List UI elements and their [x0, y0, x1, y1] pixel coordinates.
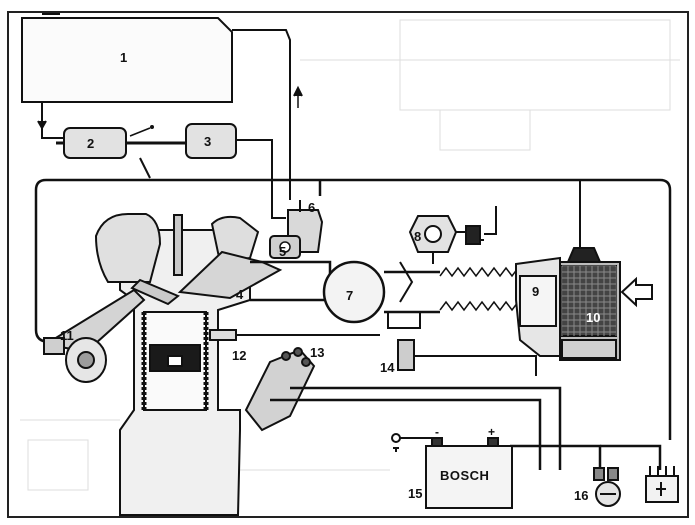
fuel-tank: [21, 13, 233, 103]
air-filter-grid: [561, 265, 617, 336]
intake-duct: [384, 261, 440, 314]
battery: [391, 433, 513, 509]
wiring-harness-lower: [270, 386, 662, 470]
air-inlet-arrow: [620, 276, 653, 308]
background-ghost-lines: [20, 19, 680, 491]
callout-5: 5: [279, 244, 286, 259]
battery-plus-label: +: [488, 425, 495, 439]
callout-12: 12: [232, 348, 246, 363]
relay-box: [645, 466, 679, 503]
callout-9: 9: [532, 284, 539, 299]
bellows-upper: [439, 266, 525, 278]
callout-1: 1: [120, 50, 127, 65]
callout-10: 10: [586, 310, 600, 325]
temperature-sensor: [209, 329, 380, 341]
bellows-lower: [439, 300, 525, 312]
pressure-sensor: [387, 312, 537, 376]
callout-14: 14: [380, 360, 395, 375]
callout-4: 4: [236, 287, 244, 302]
callout-8: 8: [414, 229, 421, 244]
outer-frame: [7, 11, 689, 518]
auxiliary-air-valve: [43, 288, 146, 383]
distributor: [244, 347, 316, 432]
callout-2: 2: [87, 136, 94, 151]
filter-connector: [566, 180, 602, 263]
callout-7: 7: [346, 288, 353, 303]
fuel-pump: [56, 125, 154, 159]
callout-11: 11: [60, 328, 74, 343]
fuel-line-tank-out: [37, 102, 64, 139]
ignition-switch: [593, 467, 621, 507]
engine-block: [94, 213, 283, 516]
callout-6: 6: [308, 200, 315, 215]
battery-brand-label: BOSCH: [440, 468, 489, 483]
throttle-plenum: [250, 260, 386, 324]
callout-15: 15: [408, 486, 422, 501]
throttle-switch: [408, 206, 497, 264]
injector-assembly: [269, 235, 301, 259]
airflow-meter: [515, 256, 561, 357]
battery-minus-label: -: [435, 425, 439, 439]
callout-3: 3: [204, 134, 211, 149]
callout-16: 16: [574, 488, 588, 503]
callout-13: 13: [310, 345, 324, 360]
